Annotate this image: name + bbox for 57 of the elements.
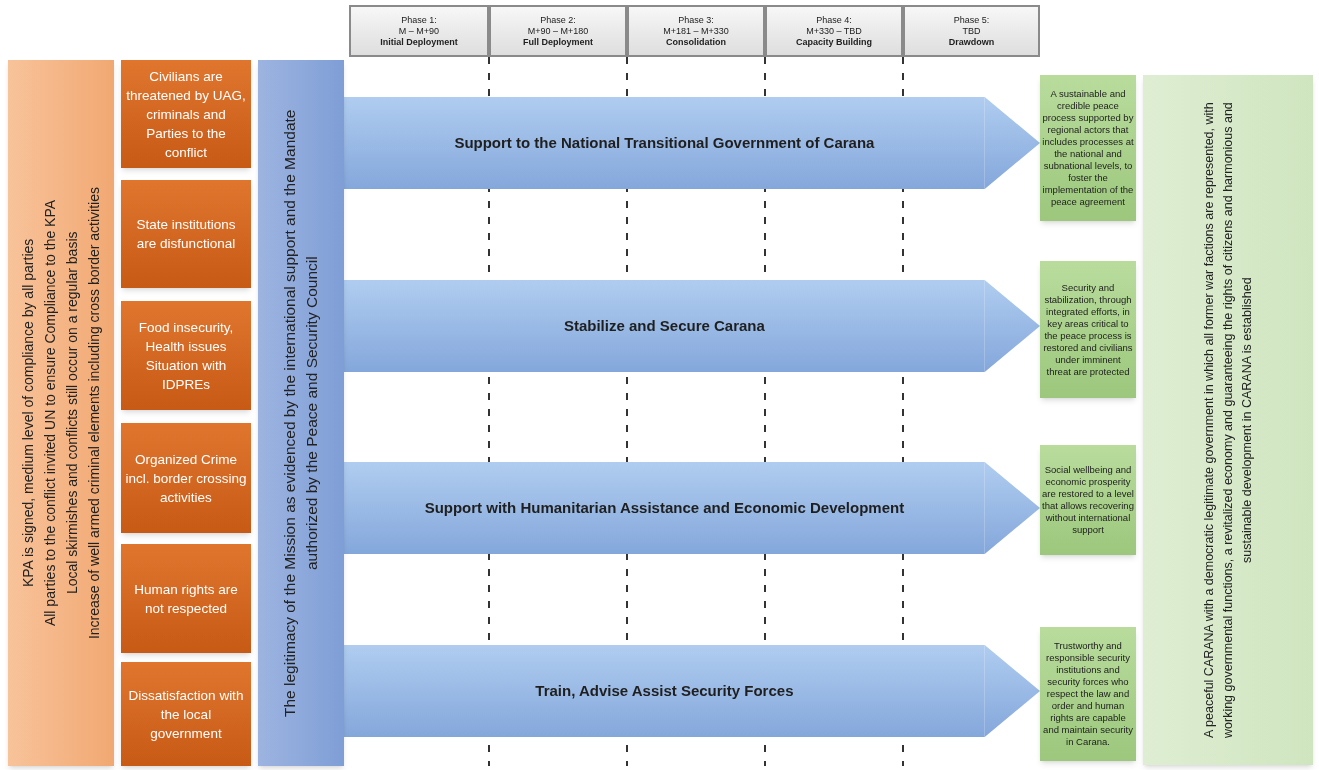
context-statement: All parties to the conflict invited UN to ensure Compliance to the KPA [41,199,59,627]
outcome-box [1040,261,1136,398]
block-arrow [344,280,1040,372]
line-of-effort-label: Stabilize and Secure Carana [563,315,765,336]
line-of-effort-label: Support with Humanitarian Assistance and Economic Development [424,497,905,518]
phase-period: M – M+90 [398,25,440,37]
problem-box [121,423,251,533]
problem-text: State institutions are disfunctional [135,216,237,253]
phase-header [903,5,1040,57]
problem-text: Human rights are not respected [133,580,239,618]
end-state-panel [1143,75,1313,765]
phase-header [489,5,627,57]
phase-name: Drawdown [948,36,995,48]
outcome-box [1040,445,1136,555]
phase-header [349,5,489,57]
phase-period: TBD [962,25,981,37]
phase-period: M+90 – M+180 [527,25,589,37]
outcome-box [1040,75,1136,221]
context-statement: Increase of well armed criminal elements including cross border activities [85,186,103,640]
end-state-statement: A peaceful CARANA with a democratic legitimate government in which all former war factions are represented, with working governmental functions, a revitalized economy and guaranteeing the rights of citizens and harmonious and sustainable development in CARANA is established [1200,101,1255,740]
problem-text: Organized Crime incl. border crossing activities [125,450,247,507]
phase-name: Initial Deployment [380,36,458,48]
legitimacy-panel [258,60,344,766]
phase-number: Phase 3: [678,14,714,26]
outcome-text: A sustainable and credible peace process supported by regional actors that includes processes at the national and subnational levels, to foster the implementation of the peace agreement [1042,88,1134,208]
context-statement: KPA is signed, medium level of compliance by all parties [19,238,37,588]
phase-number: Phase 2: [540,14,576,26]
problem-text: Civilians are threatened by UAG, criminals and Parties to the conflict [125,67,247,162]
phase-period: M+330 – TBD [806,25,862,37]
block-arrow [344,645,1040,737]
phase-header [627,5,765,57]
problem-text: Dissatisfaction with the local government [127,686,245,743]
outcome-text: Trustworthy and responsible security institutions and security forces who respect the law and order and human rights are capable and maintain security in Carana. [1042,640,1134,748]
phase-name: Consolidation [666,36,726,48]
phase-name: Capacity Building [796,36,872,48]
phase-period: M+181 – M+330 [663,25,729,37]
context-panel [8,60,114,766]
outcome-box [1040,627,1136,761]
problem-box [121,60,251,168]
phase-name: Full Deployment [523,36,593,48]
line-of-effort-label: Support to the National Transitional Government of Carana [454,132,875,153]
problem-box [121,662,251,766]
outcome-text: Social wellbeing and economic prosperity are restored to a level that allows recovering without international support [1042,464,1134,536]
block-arrow [344,462,1040,554]
phase-number: Phase 4: [816,14,852,26]
phase-number: Phase 5: [953,14,990,26]
block-arrow [344,97,1040,189]
problem-text: Food insecurity, Health issues Situation with IDPREs [137,318,235,394]
phase-header [765,5,903,57]
outcome-text: Security and stabilization, through integrated efforts, in key areas critical to the peace process is restored and civilians under imminent threat are protected [1042,281,1134,378]
line-of-effort-label: Train, Advise Assist Security Forces [535,680,794,701]
problem-box [121,180,251,288]
problem-box [121,544,251,653]
context-statement: Local skirmishes and conflicts still occur on a regular basis [63,231,81,595]
legitimacy-statement: The legitimacy of the Mission as evidenced by the international support and the Mandate authorized by the Peace and Security Council [280,108,321,719]
problem-box [121,301,251,410]
phase-number: Phase 1: [401,14,437,26]
